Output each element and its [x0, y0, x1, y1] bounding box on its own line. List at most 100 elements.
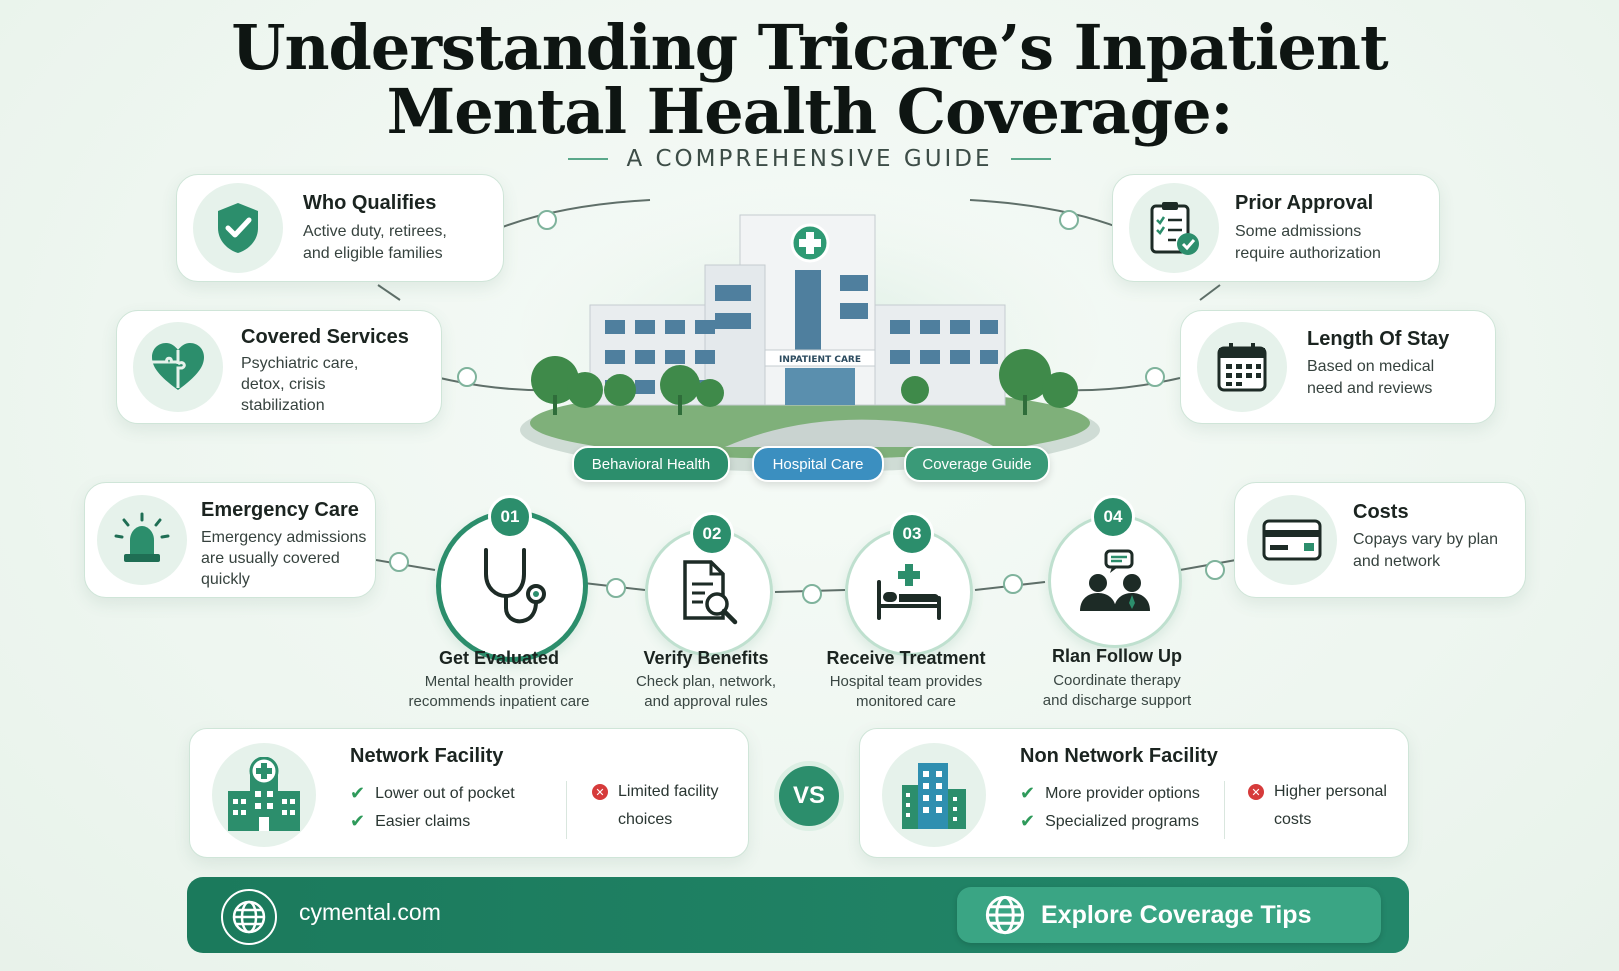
connector-dot [457, 367, 477, 387]
card-line: Emergency admissions [201, 529, 367, 546]
step-3-desc: monitored care [855, 693, 957, 710]
subtitle-row: A COMPREHENSIVE GUIDE [0, 146, 1619, 172]
step-3-title: Receive Treatment [826, 648, 986, 668]
non-network-con: ✕ Higher personal [1248, 783, 1387, 801]
card-line: Copays vary by plan [1353, 531, 1498, 548]
line-who-covered [377, 284, 401, 301]
globe-icon [985, 895, 1025, 935]
connector-dot [1059, 210, 1079, 230]
non-network-facility-title: Non Network Facility [1020, 745, 1218, 767]
card-line: Some admissions [1235, 223, 1362, 240]
pill-behavioral-health[interactable]: Behavioral Health [572, 446, 730, 482]
step-2-desc: Check plan, network, [635, 673, 777, 690]
globe-icon [221, 889, 277, 945]
card-title: Emergency Care [201, 499, 359, 521]
heart-puzzle-icon [133, 322, 223, 412]
card-title: Costs [1353, 501, 1409, 523]
x-icon: ✕ [1248, 784, 1264, 800]
non-network-pro-1: ✔ More provider options [1020, 783, 1200, 804]
check-icon: ✔ [1020, 783, 1036, 803]
network-con: ✕Limited facility [592, 783, 718, 801]
hospital-illustration: INPATIENT CARE [520, 185, 1100, 475]
hospital-building-icon [212, 743, 316, 847]
card-line: detox, crisis [241, 376, 326, 393]
network-con-cont: choices [618, 811, 673, 828]
step-1-desc: recommends inpatient care [408, 693, 590, 710]
footer-url[interactable]: cymental.com [299, 899, 441, 925]
pro-label: Specialized programs [1045, 812, 1199, 830]
footer-bar: cymental.com Explore Coverage Tips [187, 877, 1409, 953]
card-line: require authorization [1235, 245, 1381, 262]
step-4-badge: 04 [1091, 495, 1135, 539]
card-title: Prior Approval [1235, 192, 1374, 214]
button-label: Explore Coverage Tips [1041, 900, 1312, 929]
step-1-title: Get Evaluated [438, 648, 560, 668]
pro-label: Easier claims [375, 812, 471, 830]
card-title: Who Qualifies [303, 192, 437, 214]
explore-coverage-tips-button[interactable]: Explore Coverage Tips [957, 887, 1381, 943]
non-network-pro-2: ✔ Specialized programs [1020, 811, 1199, 832]
check-icon: ✔ [350, 811, 366, 831]
check-icon: ✔ [350, 783, 366, 803]
connector-dot [537, 210, 557, 230]
card-network-facility: Network Facility ✔ Lower out of pocket ✔ E… [189, 728, 749, 858]
connector-dot [802, 584, 822, 604]
step-2-desc: and approval rules [644, 693, 768, 710]
step-2-badge: 02 [690, 512, 734, 556]
line-who-qualifies [499, 199, 651, 229]
line-prior-approval [969, 199, 1121, 229]
connector-dot [389, 552, 409, 572]
network-pro-2: ✔ Easier claims [350, 811, 470, 832]
page-title-line2: Mental Health Coverage: [386, 75, 1234, 148]
pill-coverage-guide[interactable]: Coverage Guide [904, 446, 1050, 482]
card-prior-approval: Prior Approval Some admissions require a… [1112, 174, 1440, 282]
card-who-qualifies: Who Qualifies Active duty, retirees, and… [176, 174, 504, 282]
network-pro-1: ✔ Lower out of pocket [350, 783, 515, 804]
step-2-title: Verify Benefits [643, 648, 769, 668]
credit-card-icon [1247, 495, 1337, 585]
pro-label: Lower out of pocket [375, 784, 515, 802]
card-line: are usually covered [201, 550, 340, 567]
con-label: Higher personal [1274, 783, 1387, 800]
clipboard-check-icon [1129, 183, 1219, 273]
non-network-con-cont: costs [1274, 811, 1312, 828]
calendar-icon [1197, 322, 1287, 412]
hospital-sign: INPATIENT CARE [779, 355, 861, 365]
card-length-of-stay: Length Of Stay Based on medical need and… [1180, 310, 1496, 424]
con-label: Limited facility [618, 783, 719, 800]
step-1-badge: 01 [488, 495, 532, 539]
card-non-network-facility: Non Network Facility ✔ More provider opti… [859, 728, 1409, 858]
city-building-icon [882, 743, 986, 847]
connector-dot [1145, 367, 1165, 387]
card-line: and eligible families [303, 245, 443, 262]
step-4-desc: and discharge support [1042, 692, 1192, 709]
shield-check-icon [193, 183, 283, 273]
document-search-icon [683, 560, 738, 625]
connector-dot [1003, 574, 1023, 594]
page-subtitle: A COMPREHENSIVE GUIDE [626, 146, 993, 172]
subtitle-rule-right [1010, 158, 1051, 160]
divider [566, 781, 567, 839]
divider [1224, 781, 1225, 839]
hospital-bed-icon [877, 564, 941, 620]
card-costs: Costs Copays vary by plan and network [1234, 482, 1526, 598]
network-facility-title: Network Facility [350, 745, 504, 767]
pill-hospital-care[interactable]: Hospital Care [752, 446, 884, 482]
card-emergency-care: Emergency Care Emergency admissions are … [84, 482, 376, 598]
line-prior-length [1199, 284, 1221, 301]
subtitle-rule-left [568, 158, 609, 160]
connector-dot [606, 578, 626, 598]
step-3-desc: Hospital team provides [829, 673, 983, 690]
connector-dot [1205, 560, 1225, 580]
step-4-desc: Coordinate therapy [1053, 672, 1181, 689]
card-line: Active duty, retirees, [303, 223, 447, 240]
pro-label: More provider options [1045, 784, 1200, 802]
check-icon: ✔ [1020, 811, 1036, 831]
card-line: Psychiatric care, [241, 355, 359, 372]
vs-badge: VS [774, 761, 844, 831]
card-covered-services: Covered Services Psychiatric care, detox… [116, 310, 442, 424]
step-3-badge: 03 [890, 512, 934, 556]
people-chat-icon [1080, 549, 1150, 611]
card-line: stabilization [241, 397, 325, 414]
card-line: and network [1353, 553, 1441, 570]
